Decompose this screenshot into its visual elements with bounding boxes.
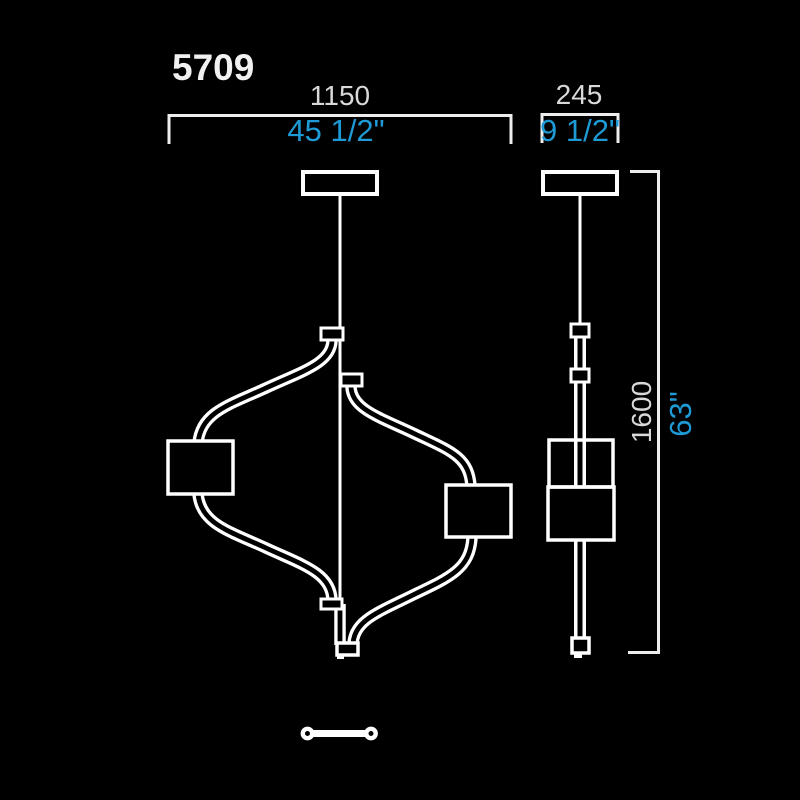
front-lower-left-connector — [319, 597, 344, 611]
front-left-arm-lower-tube-core — [195, 493, 335, 601]
side-view-drawing — [541, 170, 619, 658]
side-upper-shade-box — [547, 438, 615, 489]
front-view-drawing — [166, 170, 513, 659]
mounting-ring-left — [300, 726, 315, 741]
front-right-arm-upper-tube-core — [348, 386, 474, 487]
height-imperial-label: 63" — [663, 391, 698, 437]
height-dimension-bracket — [628, 170, 660, 654]
front-left-shade-box — [166, 439, 235, 496]
side-lower-connector — [569, 367, 591, 384]
front-upper-left-connector — [319, 326, 345, 342]
front-upper-right-connector — [339, 372, 364, 388]
front-width-metric-label: 1150 — [310, 80, 370, 111]
side-end-cap — [570, 636, 591, 655]
front-end-cap — [335, 641, 360, 657]
mounting-bar — [311, 730, 369, 737]
side-lower-shade-box — [546, 485, 616, 542]
front-width-dimension-bracket — [167, 114, 513, 144]
front-right-shade-box — [444, 483, 513, 539]
side-depth-dimension-bracket — [540, 113, 620, 143]
height-metric-label: 1600 — [626, 381, 657, 443]
dimension-annotations: 5709 1150 45 1/2" 245 9 1/2" 1600 63" — [167, 47, 698, 654]
model-number: 5709 — [172, 47, 254, 88]
side-depth-imperial-label: 9 1/2" — [540, 113, 620, 148]
canopy-top-view-drawing — [300, 726, 378, 741]
side-depth-metric-label: 245 — [556, 79, 603, 110]
side-ceiling-canopy — [541, 170, 619, 196]
side-upper-connector — [569, 322, 591, 339]
front-width-imperial-label: 45 1/2" — [287, 113, 384, 148]
front-left-arm-upper-tube-core — [195, 340, 335, 444]
mounting-ring-right — [364, 726, 378, 741]
front-right-arm-lower-tube-core — [350, 537, 475, 645]
front-ceiling-canopy — [301, 170, 379, 196]
